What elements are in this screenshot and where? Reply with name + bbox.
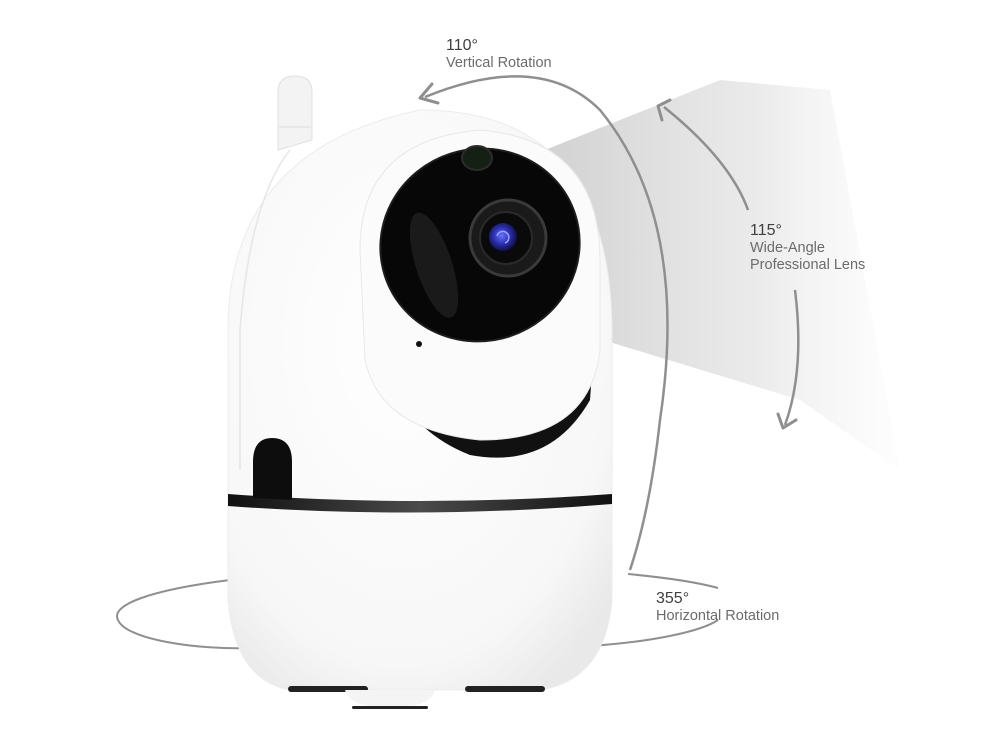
antenna (277, 75, 313, 151)
ir-sensor (461, 145, 493, 171)
side-slot (253, 438, 292, 500)
arrowhead-icon (776, 412, 798, 430)
horizontal-rotation-degrees: 355° (656, 590, 690, 607)
vertical-rotation-arc (418, 75, 669, 571)
arrowhead-icon (656, 98, 672, 122)
arrowhead-icon (418, 82, 440, 105)
wide-angle-degrees: 115° (750, 222, 782, 239)
horizontal-rotation-arc (116, 573, 719, 650)
body-stripe (228, 494, 612, 513)
vertical-rotation-label: 110° Vertical Rotation (446, 37, 552, 72)
wide-angle-arc (656, 98, 800, 430)
horizontal-rotation-text: Horizontal Rotation (656, 608, 780, 625)
camera-lens (468, 198, 548, 278)
horizontal-rotation-label: 355° Horizontal Rotation (656, 590, 779, 625)
wide-angle-text-line1: Wide-Angle (750, 240, 825, 257)
microphone-hole (416, 341, 422, 347)
vertical-rotation-degrees: 110° (446, 37, 478, 54)
vertical-rotation-text: Vertical Rotation (446, 55, 552, 72)
wide-angle-text-line2: Professional Lens (750, 257, 866, 274)
field-of-view-beam (545, 80, 900, 470)
wide-angle-label: 115° Wide-Angle Professional Lens (750, 222, 865, 274)
